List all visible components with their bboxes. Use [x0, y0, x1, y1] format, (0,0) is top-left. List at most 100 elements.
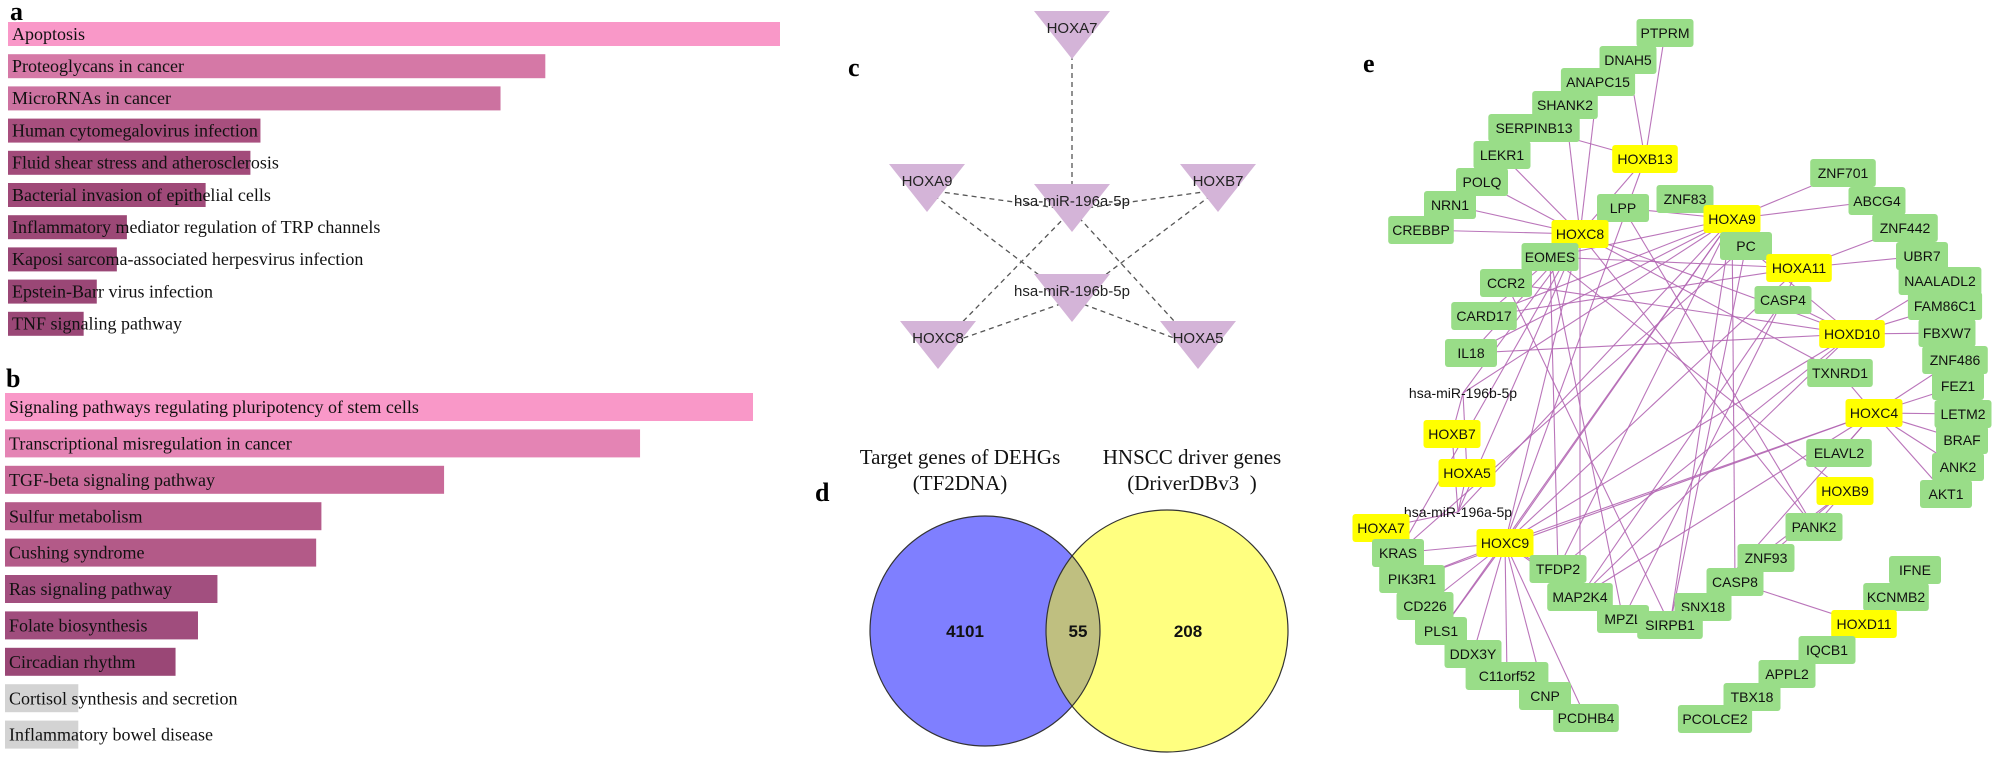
- edge-e-hoxb13-hoxc9: [1504, 158, 1646, 544]
- node-e-braf: [1936, 426, 1988, 454]
- bar-a-bacterial-invasion-of-epithelial-cells: [8, 183, 206, 207]
- bar-label-b-folate-biosynthesis: Folate biosynthesis: [9, 616, 148, 636]
- node-e-fam86c1: [1907, 292, 1983, 320]
- node-c-label-hoxa7: HOXA7: [1047, 20, 1098, 37]
- node-e-label-eomes: EOMES: [1525, 249, 1576, 265]
- node-e-cd226: [1396, 592, 1454, 620]
- node-e-polq: [1456, 168, 1508, 196]
- edge-c-hoxb7-mir196b: [1071, 189, 1219, 301]
- node-e-label-ubr7: UBR7: [1903, 248, 1941, 264]
- node-e-label-il18: IL18: [1457, 345, 1484, 361]
- node-e-znf93: [1737, 544, 1795, 572]
- node-e-label-mpzl: MPZL: [1604, 611, 1642, 627]
- node-e-znf442: [1872, 214, 1938, 242]
- node-e-hoxa9: [1703, 205, 1761, 233]
- node-e-label-elavl2: ELAVL2: [1814, 445, 1865, 461]
- node-e-hoxc8: [1551, 220, 1609, 248]
- node-e-label-txnrd1: TXNRD1: [1812, 365, 1868, 381]
- node-e-label-fbxw7: FBXW7: [1923, 325, 1971, 341]
- bar-label-b-tgf-beta-signaling-pathway: TGF-beta signaling pathway: [9, 470, 215, 490]
- node-e-kras: [1372, 539, 1424, 567]
- node-e-label-znf93: ZNF93: [1745, 550, 1788, 566]
- node-e-label-kras: KRAS: [1379, 545, 1417, 561]
- venn-right-title-line2: (DriverDBv3 ): [1127, 471, 1256, 495]
- node-e-label-ccr2: CCR2: [1487, 275, 1525, 291]
- edge-e-hoxd10-il18: [1470, 333, 1853, 354]
- panel-b-bar-chart: Signaling pathways regulating pluripoten…: [5, 393, 753, 749]
- node-e-mir196b: hsa-miR-196b-5p: [1409, 385, 1517, 401]
- node-e-label-abcg4: ABCG4: [1853, 193, 1901, 209]
- bar-label-b-transcriptional-misregulation-in-cancer: Transcriptional misregulation in cancer: [9, 434, 292, 454]
- edge-e-hoxa11-mpzl: [1622, 267, 1800, 620]
- node-e-label-hoxc4: HOXC4: [1850, 405, 1898, 421]
- edge-e-pc-kras: [1397, 245, 1747, 554]
- node-e-label-anapc15: ANAPC15: [1566, 74, 1630, 90]
- node-e-pls1: [1415, 617, 1467, 645]
- node-e-hoxd10: [1819, 320, 1885, 348]
- node-e-letm2: [1934, 400, 1992, 428]
- venn-right-title-line1: HNSCC driver genes: [1103, 445, 1281, 469]
- node-c-mir196a: [1034, 184, 1110, 232]
- node-e-label-akt1: AKT1: [1928, 486, 1963, 502]
- node-e-label-c11orf52: C11orf52: [1479, 668, 1536, 684]
- node-e-abcg4: [1848, 187, 1906, 215]
- node-e-label-cd226: CD226: [1403, 598, 1447, 614]
- node-e-znf83: [1656, 185, 1714, 213]
- node-e-label-hoxa7: HOXA7: [1357, 520, 1405, 536]
- edge-e-pc-sirpb1: [1669, 245, 1747, 626]
- node-e-label-kcnmb2: KCNMB2: [1867, 589, 1926, 605]
- node-e-pank2: [1785, 513, 1843, 541]
- bar-label-b-cortisol-synthesis-and-secretion: Cortisol synthesis and secretion: [9, 688, 237, 708]
- node-e-label-fez1: FEZ1: [1941, 378, 1975, 394]
- node-e-hoxd11: [1831, 610, 1897, 638]
- bar-label-a-apoptosis: Apoptosis: [12, 24, 85, 44]
- bar-label-a-micrornas-in-cancer: MicroRNAs in cancer: [12, 88, 171, 108]
- node-e-sirpb1: [1637, 611, 1703, 639]
- node-e-label-pank2: PANK2: [1792, 519, 1837, 535]
- node-e-label-serpinb13: SERPINB13: [1495, 120, 1572, 136]
- edge-e-hoxa9-card17: [1483, 218, 1733, 317]
- node-e-label-hoxa11: HOXA11: [1772, 260, 1826, 276]
- edge-e-hoxc8-txnrd1: [1579, 233, 1841, 374]
- node-e-label-lekr1: LEKR1: [1480, 147, 1525, 163]
- node-e-fez1: [1932, 372, 1984, 400]
- bar-b-ras-signaling-pathway: [5, 575, 218, 603]
- venn-left-title-line2: (TF2DNA): [913, 471, 1008, 495]
- node-e-label-hoxc8: HOXC8: [1556, 226, 1604, 242]
- node-e-cnp: [1519, 682, 1571, 710]
- node-e-label-naaladl2: NAALADL2: [1904, 273, 1976, 289]
- node-c-mir196b: [1034, 274, 1110, 322]
- edge-e-lpp-pank2: [1622, 207, 1815, 528]
- node-e-ccr2: [1480, 269, 1532, 297]
- node-e-mpzl: [1597, 605, 1649, 633]
- bar-label-a-tnf-signaling-pathway: TNF signaling pathway: [12, 314, 182, 334]
- bar-b-inflammatory-bowel-disease: [5, 720, 79, 749]
- venn-left-title-line1: Target genes of DEHGs: [860, 445, 1061, 469]
- node-e-label-hoxd10: HOXD10: [1824, 326, 1880, 342]
- bar-label-a-bacterial-invasion-of-epithelial-cells: Bacterial invasion of epithelial cells: [12, 185, 271, 205]
- edge-e-hoxa11-eomes: [1549, 256, 1800, 269]
- bar-label-a-epstein-barr-virus-infection: Epstein-Barr virus infection: [12, 281, 213, 301]
- bar-a-apoptosis: [8, 22, 780, 46]
- panel-label-b: b: [6, 364, 20, 393]
- node-e-znf701: [1810, 159, 1876, 187]
- node-e-label-map2k4: MAP2K4: [1552, 589, 1607, 605]
- bar-label-b-signaling-pathways-regulating-pluripotency-of-stem-cells: Signaling pathways regulating pluripoten…: [9, 397, 419, 417]
- node-e-crebbp: [1388, 216, 1454, 244]
- bar-a-micrornas-in-cancer: [8, 86, 501, 111]
- node-e-label-appl2: APPL2: [1765, 666, 1809, 682]
- node-e-label-hoxb7: HOXB7: [1428, 426, 1476, 442]
- venn-left-outline: [869, 515, 1101, 747]
- bar-b-cortisol-synthesis-and-secretion: [5, 684, 79, 713]
- bar-b-sulfur-metabolism: [5, 502, 322, 531]
- node-c-hoxb7: [1180, 164, 1256, 212]
- node-e-label-hoxb13: HOXB13: [1617, 151, 1672, 167]
- node-e-label-hoxa5: HOXA5: [1443, 465, 1491, 481]
- edge-e-hoxc8-pank2: [1579, 233, 1815, 528]
- node-c-label-mir196b: hsa-miR-196b-5p: [1014, 283, 1130, 300]
- node-e-label-shank2: SHANK2: [1537, 97, 1593, 113]
- node-e-map2k4: [1547, 583, 1613, 611]
